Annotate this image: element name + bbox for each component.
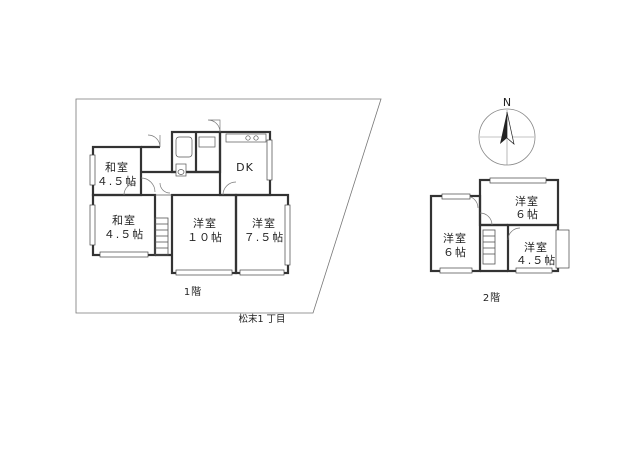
- stair-icon: [482, 229, 496, 265]
- room-size: ４.５帖: [516, 254, 557, 267]
- room-size: ４.５帖: [97, 175, 138, 188]
- room-name: 和室: [105, 160, 129, 174]
- floor1-label: 1階: [184, 286, 202, 298]
- floor1-plan: [89, 119, 291, 276]
- room-size: ７.５帖: [244, 231, 285, 244]
- bathtub-icon: [175, 136, 193, 158]
- floor2-plan: [429, 177, 570, 274]
- north-label: N: [503, 96, 511, 109]
- floor2-label: 2階: [483, 292, 501, 304]
- room-name: DK: [236, 161, 254, 174]
- room-name: 洋室: [443, 231, 467, 245]
- room-size: １０帖: [187, 231, 223, 244]
- north-arrow-icon: [478, 108, 536, 166]
- room-name: 洋室: [515, 194, 539, 208]
- room-name: 洋室: [252, 216, 276, 230]
- room-name: 洋室: [193, 216, 217, 230]
- room-name: 洋室: [524, 240, 548, 254]
- address-label: 松末1 丁目: [238, 313, 285, 325]
- room-size: ４.５帖: [104, 228, 145, 241]
- room-name: 和室: [112, 213, 136, 227]
- room-size: ６帖: [443, 246, 467, 259]
- lot-boundary: [75, 98, 382, 314]
- room-size: ６帖: [515, 208, 539, 221]
- stair-icon: [154, 217, 169, 256]
